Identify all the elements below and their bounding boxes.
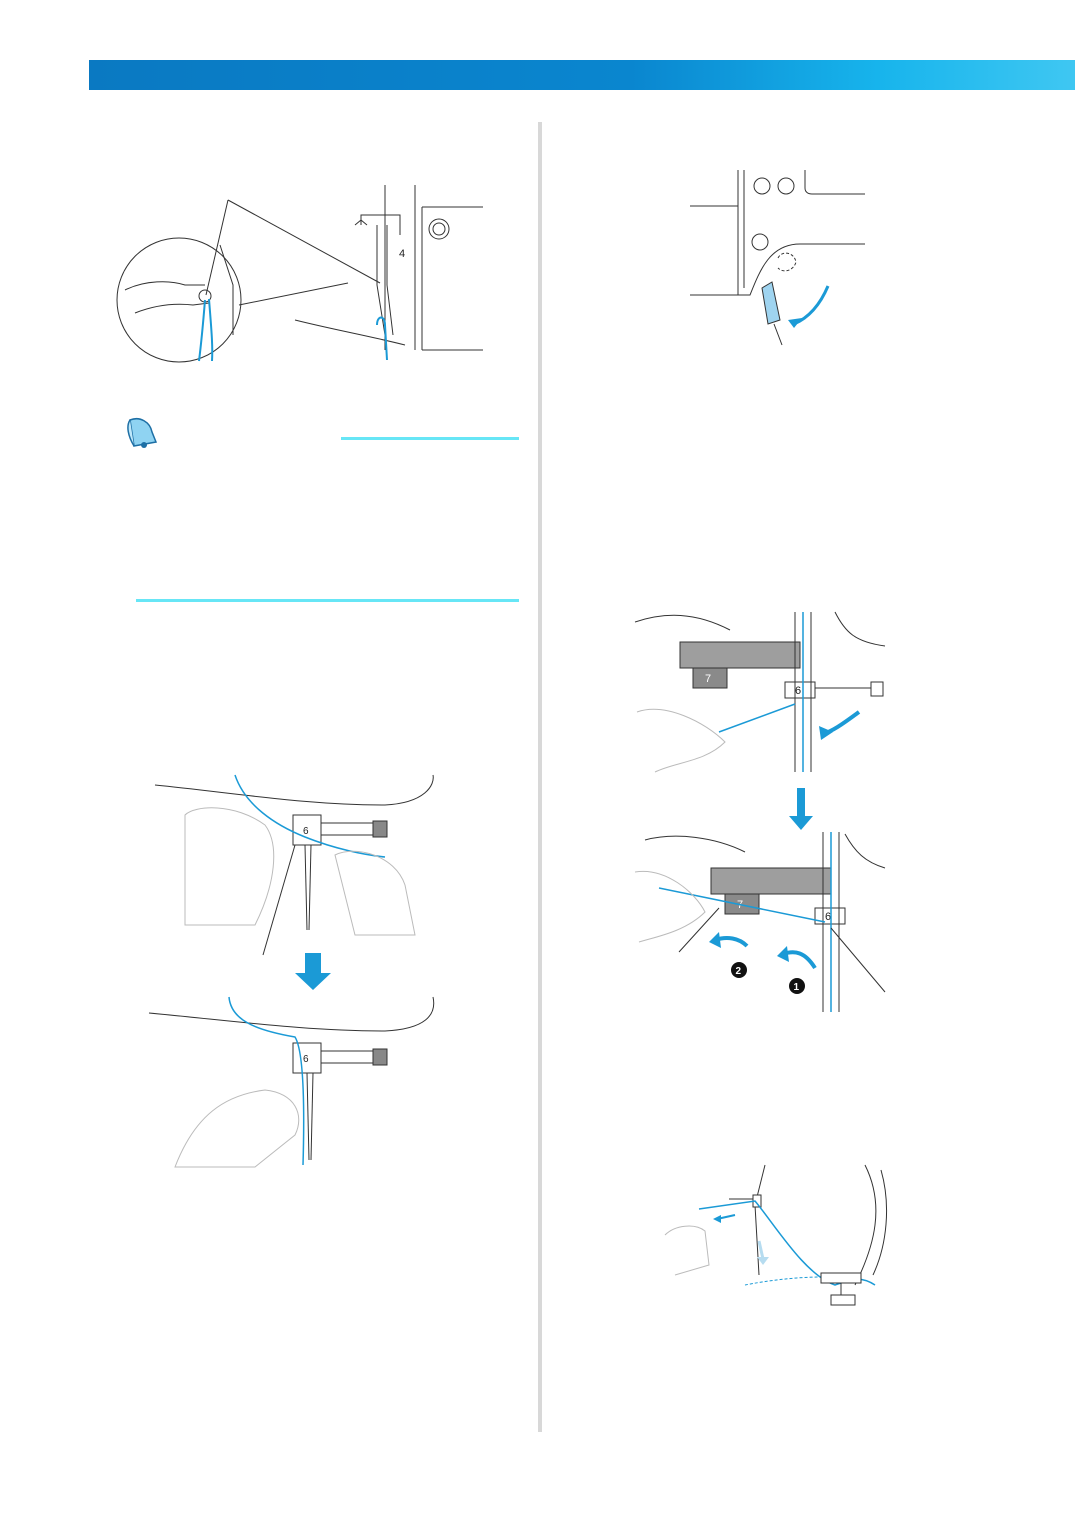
needle-bar-number-mech-top: 6 [795,685,801,697]
bell-icon [118,412,162,452]
needle-bar-number-bottom: 6 [303,1054,309,1065]
note-rule-bottom [136,599,519,602]
lever-arrow-icon [788,318,802,328]
step-2-marker-number: 2 [736,966,742,977]
step-2-marker [731,962,747,978]
figure-pull-thread [655,1164,895,1315]
push-arrow-icon [819,726,833,740]
step-1-marker-number: 1 [794,982,800,993]
needle-bar-number-top: 6 [303,826,309,837]
guide-number-label: 4 [399,248,405,260]
step-2-arrow-icon [709,932,721,948]
column-divider [538,122,542,1432]
figure-thread-guide: 4 [115,185,495,375]
figure-hand-threading: 6 6 [145,774,445,1175]
figure-threader-lever [690,170,870,350]
threader-number-top: 7 [705,673,711,685]
step-1-marker [789,978,805,994]
down-arrow-small-icon [789,788,813,830]
step-1-arrow-icon [777,946,789,962]
down-arrow-icon [295,953,331,990]
header-bar [89,60,1075,90]
needle-bar-number-mech-bottom: 6 [825,911,831,923]
note-rule-top [341,437,519,440]
figure-threader-mechanism: 7 6 7 6 2 1 [634,611,895,1022]
